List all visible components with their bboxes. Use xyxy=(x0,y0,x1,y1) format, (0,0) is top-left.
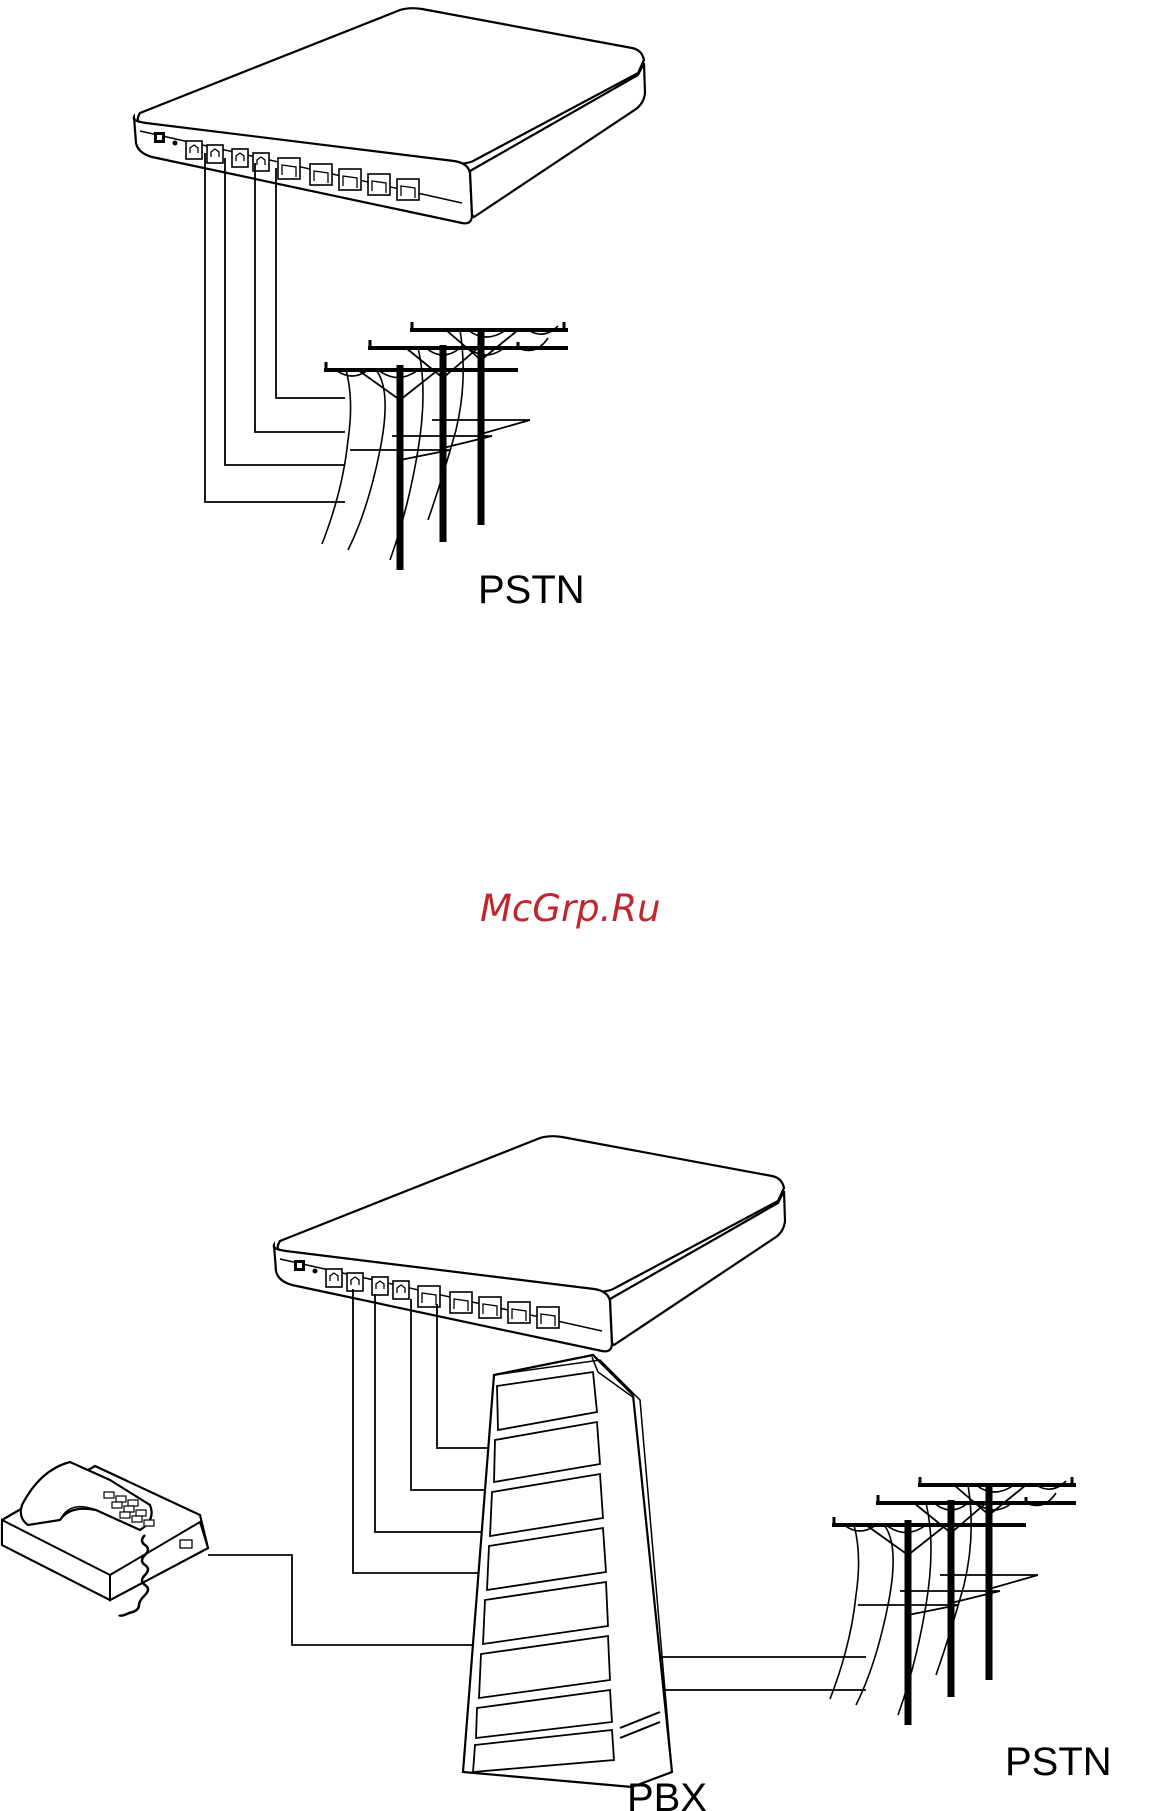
utility-pole-icon xyxy=(830,1477,1076,1725)
telephone-wire xyxy=(208,1555,490,1645)
bottom-diagram: PBX PSTN xyxy=(2,1136,1112,1811)
phone-line-wires xyxy=(205,153,345,502)
pstn-label-bottom: PSTN xyxy=(1005,1740,1112,1784)
watermark-text: McGrp.Ru xyxy=(480,887,661,930)
utility-pole-icon xyxy=(322,322,568,570)
router-device-icon xyxy=(134,8,645,223)
top-diagram: PSTN xyxy=(134,8,645,612)
pbx-cabinet-icon xyxy=(463,1355,672,1787)
router-device-icon xyxy=(274,1136,785,1351)
router-pbx-wires xyxy=(353,1289,496,1573)
pstn-label-top: PSTN xyxy=(478,568,585,612)
telephone-icon xyxy=(2,1462,208,1616)
pbx-label: PBX xyxy=(627,1776,707,1811)
